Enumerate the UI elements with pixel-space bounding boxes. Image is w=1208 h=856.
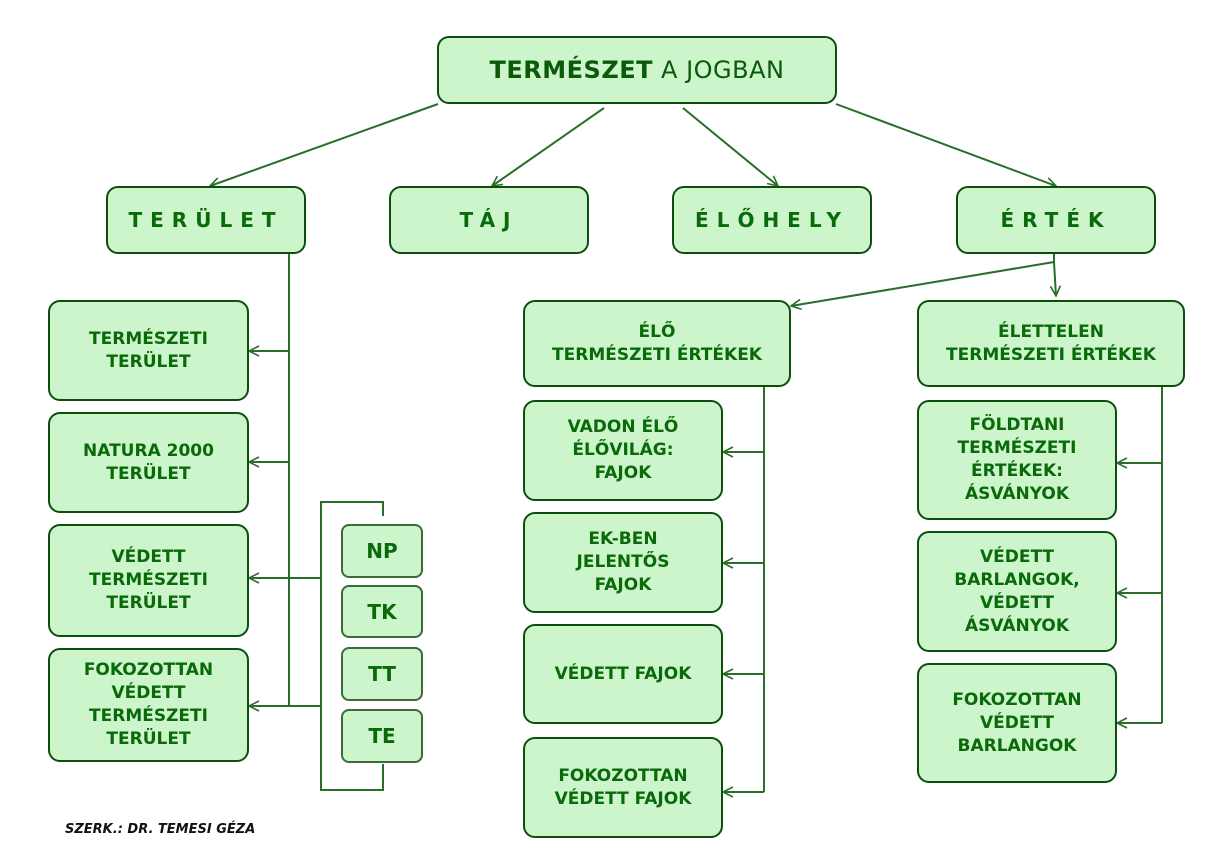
- terulet-item-label: FOKOZOTTAN VÉDETT TERMÉSZETI TERÜLET: [83, 660, 214, 749]
- elettelen-item: FOKOZOTTAN VÉDETT BARLANGOK: [917, 663, 1117, 783]
- elo-item: VÉDETT FAJOK: [523, 624, 723, 724]
- elettelen-item-label: VÉDETT BARLANGOK, VÉDETT ÁSVÁNYOK: [954, 546, 1080, 636]
- elo-header-label: ÉLŐ TERMÉSZETI ÉRTÉKEK: [552, 321, 762, 365]
- elo-item-label: FOKOZOTTAN VÉDETT FAJOK: [554, 765, 692, 809]
- terulet-item: VÉDETT TERMÉSZETI TERÜLET: [48, 524, 249, 637]
- elo-item: VADON ÉLŐ ÉLŐVILÁG: FAJOK: [523, 400, 723, 501]
- terulet-item-label: VÉDETT TERMÉSZETI TERÜLET: [89, 547, 208, 613]
- terulet-item-label: TERMÉSZETI TERÜLET: [89, 328, 208, 372]
- elo-item: FOKOZOTTAN VÉDETT FAJOK: [523, 737, 723, 838]
- protected-type-np: NP: [341, 524, 423, 578]
- category-terulet: TERÜLET: [106, 186, 306, 254]
- category-ertek: ÉRTÉK: [956, 186, 1156, 254]
- elettelen-item: VÉDETT BARLANGOK, VÉDETT ÁSVÁNYOK: [917, 531, 1117, 652]
- protected-type-tt: TT: [341, 647, 423, 701]
- elo-item: EK-BEN JELENTŐS FAJOK: [523, 512, 723, 613]
- title-rest: A JOGBAN: [661, 56, 785, 84]
- category-taj: TÁJ: [389, 186, 589, 254]
- elo-header: ÉLŐ TERMÉSZETI ÉRTÉKEK: [523, 300, 791, 387]
- protected-type-te: TE: [341, 709, 423, 763]
- protected-types-bracket: [320, 501, 384, 791]
- editor-credit: SZERK.: DR. TEMESI GÉZA: [65, 822, 256, 837]
- protected-type-label: TE: [368, 724, 396, 748]
- protected-type-tk: TK: [341, 585, 423, 638]
- terulet-item: TERMÉSZETI TERÜLET: [48, 300, 249, 401]
- arrow-title-taj: [492, 107, 605, 186]
- category-elohely-label: ÉLŐHELY: [695, 208, 849, 232]
- elettelen-header-label: ÉLETTELEN TERMÉSZETI ÉRTÉKEK: [946, 321, 1156, 365]
- terulet-item-label: NATURA 2000 TERÜLET: [83, 440, 214, 484]
- protected-type-label: NP: [366, 539, 398, 563]
- terulet-item: NATURA 2000 TERÜLET: [48, 412, 249, 513]
- arrow-title-elohely: [682, 107, 778, 186]
- category-taj-label: TÁJ: [459, 208, 519, 232]
- elo-item-label: EK-BEN JELENTŐS FAJOK: [576, 529, 670, 595]
- elettelen-header: ÉLETTELEN TERMÉSZETI ÉRTÉKEK: [917, 300, 1185, 387]
- protected-type-label: TT: [368, 662, 396, 686]
- arrow-title-ertek: [835, 103, 1056, 186]
- arrow-ertek-elo: [791, 261, 1055, 306]
- arrow-ertek-elettelen: [1054, 254, 1056, 296]
- elettelen-item: FÖLDTANI TERMÉSZETI ÉRTÉKEK: ÁSVÁNYOK: [917, 400, 1117, 520]
- title-box: TERMÉSZET A JOGBAN: [437, 36, 837, 104]
- category-elohely: ÉLŐHELY: [672, 186, 872, 254]
- category-terulet-label: TERÜLET: [128, 208, 284, 232]
- protected-type-label: TK: [367, 599, 397, 624]
- elo-item-label: VADON ÉLŐ ÉLŐVILÁG: FAJOK: [567, 417, 679, 483]
- arrow-title-terulet: [210, 103, 439, 186]
- title-bold: TERMÉSZET: [489, 56, 654, 84]
- elo-item-label: VÉDETT FAJOK: [554, 663, 692, 684]
- elettelen-item-label: FOKOZOTTAN VÉDETT BARLANGOK: [952, 689, 1082, 756]
- category-ertek-label: ÉRTÉK: [1000, 208, 1112, 232]
- terulet-item: FOKOZOTTAN VÉDETT TERMÉSZETI TERÜLET: [48, 648, 249, 762]
- elettelen-item-label: FÖLDTANI TERMÉSZETI ÉRTÉKEK: ÁSVÁNYOK: [957, 415, 1077, 504]
